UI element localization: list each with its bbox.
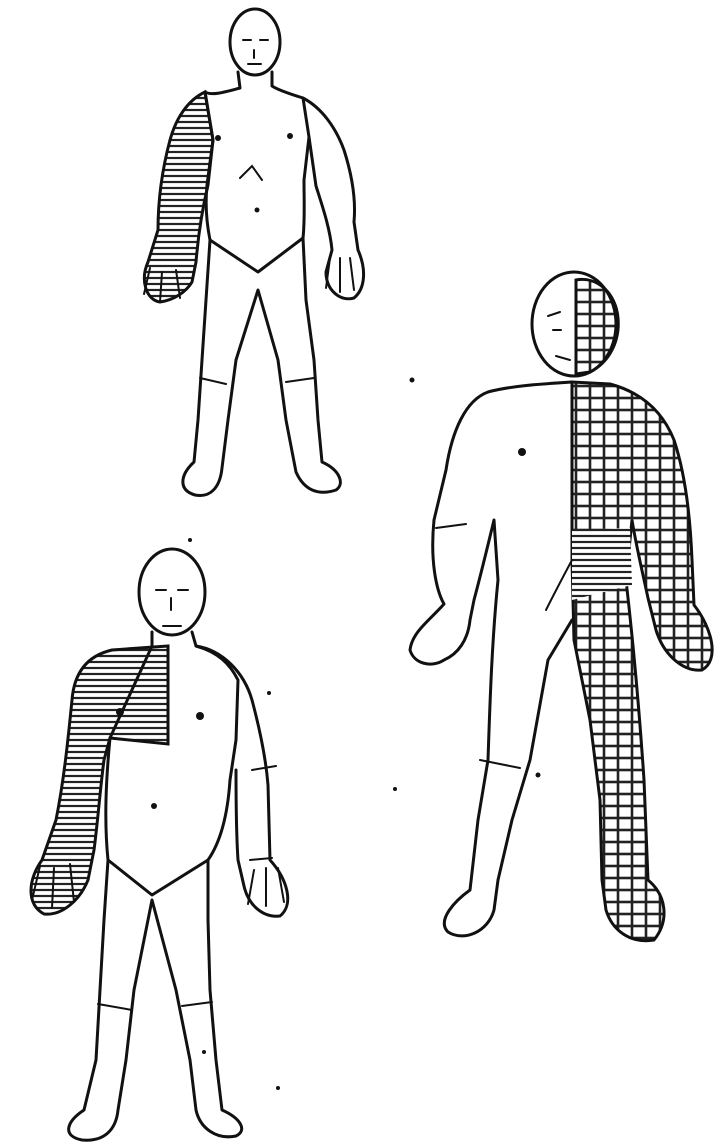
body-figure-b <box>410 272 713 941</box>
body-figure-a <box>144 9 364 496</box>
shaded-region-right-upper-body-c <box>31 646 168 914</box>
legs-c <box>69 860 242 1140</box>
shaded-region-right-arm-a <box>144 92 213 302</box>
head-a <box>230 9 280 75</box>
legs-a <box>183 238 341 496</box>
torso-b <box>410 382 572 936</box>
body-figure-c <box>31 538 397 1140</box>
shaded-region-left-side-b <box>572 382 712 941</box>
head-c <box>139 549 205 635</box>
left-arm-c <box>196 646 288 916</box>
shaded-region-head-b <box>576 279 618 374</box>
left-arm-a <box>303 98 364 299</box>
